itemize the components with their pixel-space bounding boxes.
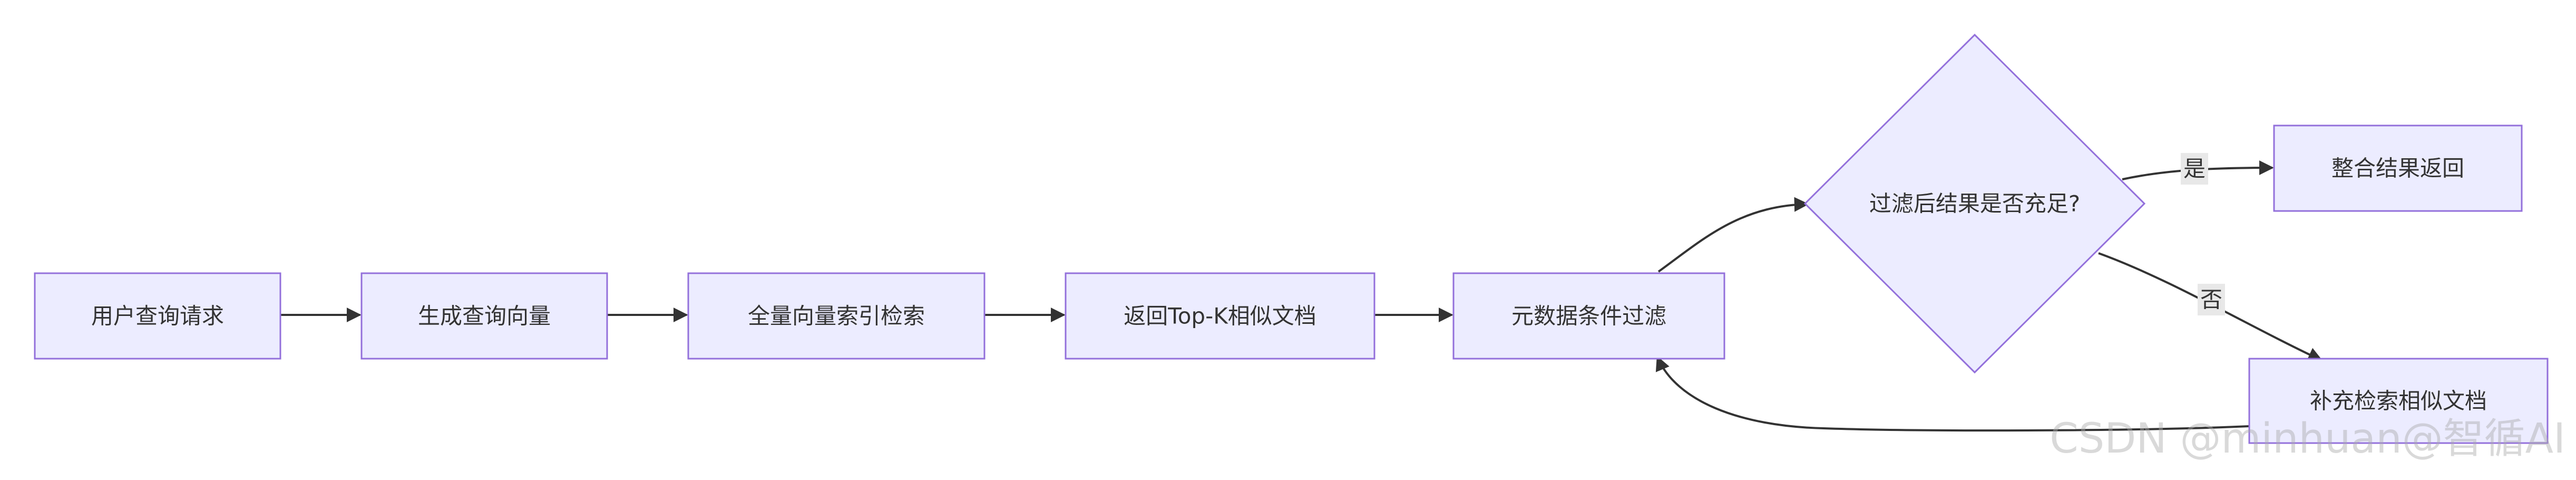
node-gen-vector-label: 生成查询向量 <box>418 303 551 329</box>
node-topk-label: 返回Top-K相似文档 <box>1124 303 1316 329</box>
edge-label-no-text: 否 <box>2200 287 2222 313</box>
node-full-index: 全量向量索引检索 <box>687 272 985 360</box>
edge-label-yes-text: 是 <box>2183 156 2206 182</box>
node-meta-filter: 元数据条件过滤 <box>1452 272 1725 360</box>
watermark: CSDN @minhuan@智循AI <box>2050 415 2565 463</box>
edge-label-no: 否 <box>2198 284 2225 315</box>
edge-label-yes: 是 <box>2181 153 2208 185</box>
node-meta-filter-label: 元数据条件过滤 <box>1511 303 1666 329</box>
node-decision-label: 过滤后结果是否充足? <box>1869 191 2080 217</box>
node-user-query-label: 用户查询请求 <box>91 303 224 329</box>
node-merge-label: 整合结果返回 <box>2331 156 2464 181</box>
node-full-index-label: 全量向量索引检索 <box>748 303 925 329</box>
edge-meta-filter-to-decision <box>1657 197 1809 273</box>
node-merge: 整合结果返回 <box>2273 124 2523 212</box>
node-user-query: 用户查询请求 <box>34 272 281 360</box>
node-topk: 返回Top-K相似文档 <box>1065 272 1375 360</box>
node-gen-vector: 生成查询向量 <box>360 272 608 360</box>
node-supplement-label: 补充检索相似文档 <box>2310 388 2487 414</box>
edge-supplement-to-meta-filter <box>1655 356 2250 432</box>
node-decision: 过滤后结果是否充足? <box>1803 33 2146 374</box>
node-supplement: 补充检索相似文档 <box>2248 358 2549 444</box>
